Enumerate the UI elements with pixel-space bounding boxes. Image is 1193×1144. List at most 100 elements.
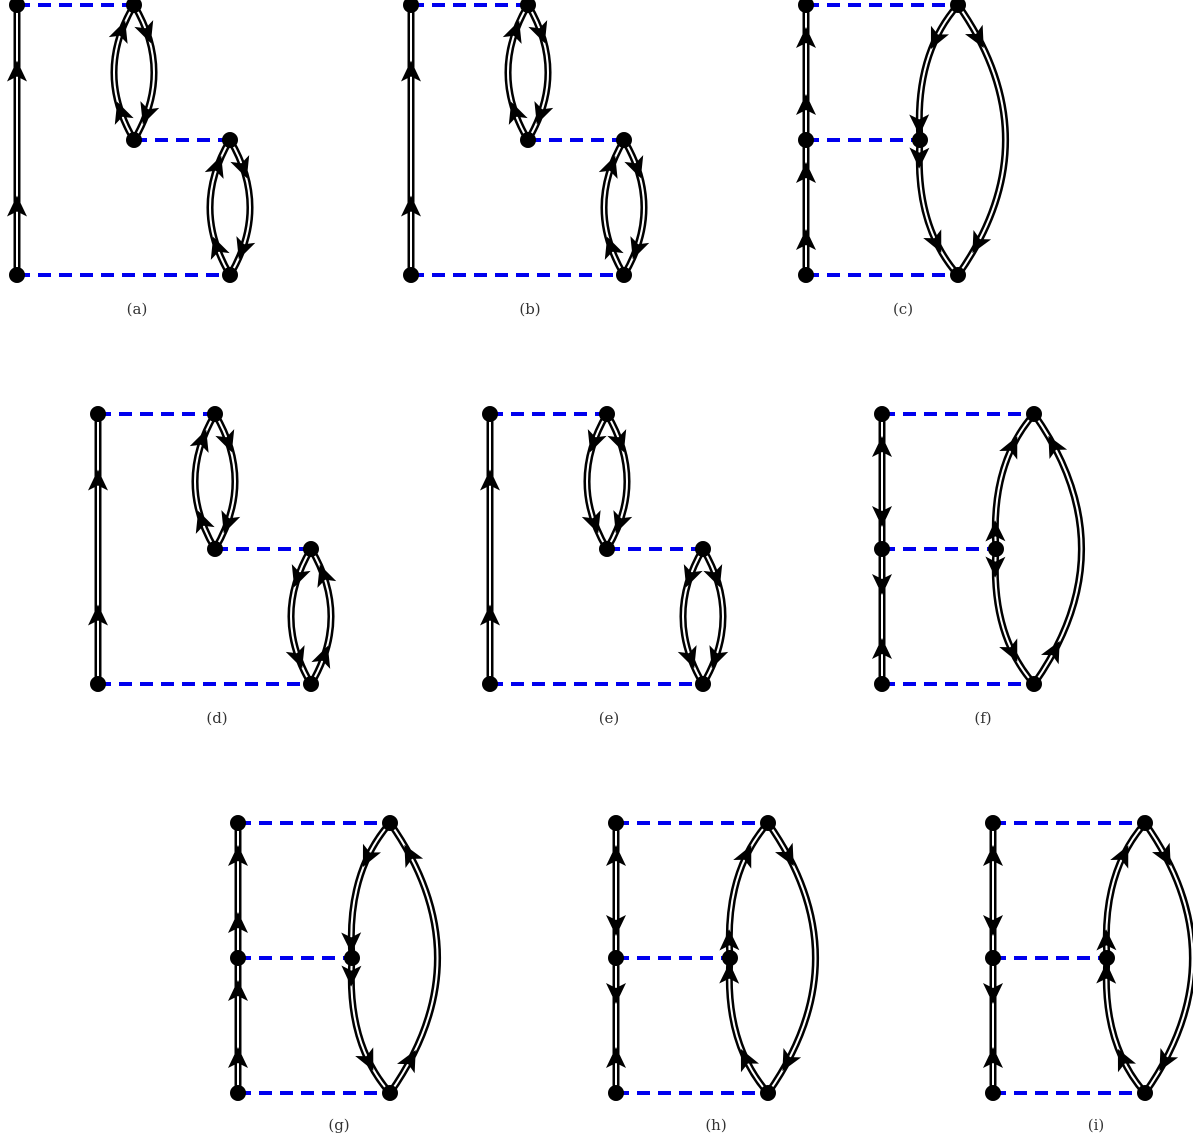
- diagram-caption: (d): [206, 709, 227, 727]
- arrow-icon: [7, 195, 27, 217]
- vertex-dot: [1137, 815, 1153, 831]
- vertex-dot: [695, 541, 711, 557]
- arrow-icon: [1048, 435, 1068, 460]
- arrow-icon: [317, 564, 337, 588]
- diagram-d: (d): [88, 406, 337, 727]
- arrow-icon: [703, 564, 723, 588]
- arrow-icon: [796, 27, 816, 48]
- vertex-dot: [126, 132, 142, 148]
- arrow-icon: [341, 932, 362, 954]
- arrow-icon: [195, 510, 215, 534]
- vertex-dot: [382, 1085, 398, 1101]
- vertex-dot: [695, 676, 711, 692]
- diagram-caption: (f): [974, 709, 991, 727]
- arrow-icon: [606, 1047, 626, 1068]
- arrow-icon: [923, 229, 942, 253]
- vertex-dot: [1099, 950, 1115, 966]
- vertex-dot: [722, 950, 738, 966]
- diagram-caption: (a): [127, 300, 148, 318]
- arrow-icon: [985, 520, 1006, 542]
- vertex-dot: [90, 406, 106, 422]
- inner-line-core: [1105, 822, 1146, 959]
- bubble-line-core: [229, 139, 251, 276]
- vertex-dot: [798, 132, 814, 148]
- arrow-icon: [228, 980, 248, 1001]
- vertex-dot: [608, 950, 624, 966]
- arrow-icon: [210, 236, 230, 260]
- vertex-dot: [874, 541, 890, 557]
- arrow-icon: [607, 429, 627, 453]
- arrow-icon: [719, 929, 740, 951]
- bubble-line-core: [194, 413, 216, 550]
- vertex-dot: [985, 815, 1001, 831]
- arrow-icon: [7, 60, 27, 82]
- arrow-icon: [872, 574, 892, 595]
- arrow-icon: [355, 1047, 374, 1071]
- arrow-icon: [604, 236, 624, 260]
- arrow-icon: [401, 195, 421, 217]
- arrow-icon: [985, 556, 1006, 578]
- bubble-line-core: [133, 4, 155, 141]
- arrow-icon: [796, 162, 816, 183]
- arrow-icon: [534, 101, 554, 125]
- vertex-dot: [230, 1085, 246, 1101]
- bubble-line-core: [310, 548, 332, 685]
- arrow-icon: [796, 229, 816, 250]
- arrow-icon: [606, 915, 626, 936]
- arrow-icon: [709, 645, 729, 669]
- vertex-dot: [1026, 406, 1042, 422]
- diagram-a: (a): [7, 0, 256, 318]
- vertex-dot: [303, 541, 319, 557]
- arrow-icon: [204, 155, 224, 179]
- diagram-caption: (e): [599, 709, 620, 727]
- diagram-caption: (i): [1088, 1116, 1105, 1134]
- bubble-line-core: [527, 4, 549, 141]
- arrow-icon: [480, 604, 500, 626]
- vertex-dot: [382, 815, 398, 831]
- vertex-dot: [126, 0, 142, 13]
- vertex-dot: [207, 541, 223, 557]
- arrow-icon: [613, 510, 633, 534]
- arrow-icon: [230, 155, 250, 179]
- bubble-line-core: [623, 139, 645, 276]
- vertex-dot: [798, 267, 814, 283]
- arrow-icon: [983, 983, 1003, 1004]
- inner-line-core: [994, 548, 1035, 685]
- arrow-icon: [999, 436, 1018, 460]
- arrow-icon: [683, 564, 703, 588]
- bubble-line-core: [209, 139, 231, 276]
- arrow-icon: [1152, 842, 1171, 866]
- vertex-dot: [1137, 1085, 1153, 1101]
- arrow-icon: [796, 94, 816, 115]
- vertex-dot: [988, 541, 1004, 557]
- vertex-dot: [403, 0, 419, 13]
- arrow-icon: [677, 645, 697, 669]
- bubble-line-core: [214, 413, 236, 550]
- inner-line-core: [350, 957, 391, 1094]
- arrow-icon: [1041, 641, 1060, 665]
- arrow-icon: [140, 101, 160, 125]
- arrow-icon: [733, 845, 752, 869]
- arrow-icon: [999, 638, 1018, 662]
- arrow-icon: [581, 510, 601, 534]
- arrow-icon: [502, 20, 522, 44]
- arrow-icon: [480, 469, 500, 491]
- arrow-icon: [740, 1049, 760, 1073]
- diagram-caption: (c): [893, 300, 913, 318]
- bubble-line-core: [507, 4, 529, 141]
- arrow-icon: [782, 1047, 802, 1072]
- vertex-dot: [760, 1085, 776, 1101]
- vertex-dot: [1026, 676, 1042, 692]
- arrow-icon: [909, 147, 930, 169]
- arrow-icon: [228, 1047, 248, 1068]
- diagram-c: (c): [796, 0, 1009, 318]
- arrow-icon: [598, 155, 618, 179]
- diagram-b: (b): [401, 0, 650, 318]
- vertex-dot: [616, 267, 632, 283]
- arrow-icon: [291, 564, 311, 588]
- arrow-icon: [508, 101, 528, 125]
- vertex-dot: [874, 676, 890, 692]
- vertex-dot: [222, 132, 238, 148]
- vertex-dot: [520, 0, 536, 13]
